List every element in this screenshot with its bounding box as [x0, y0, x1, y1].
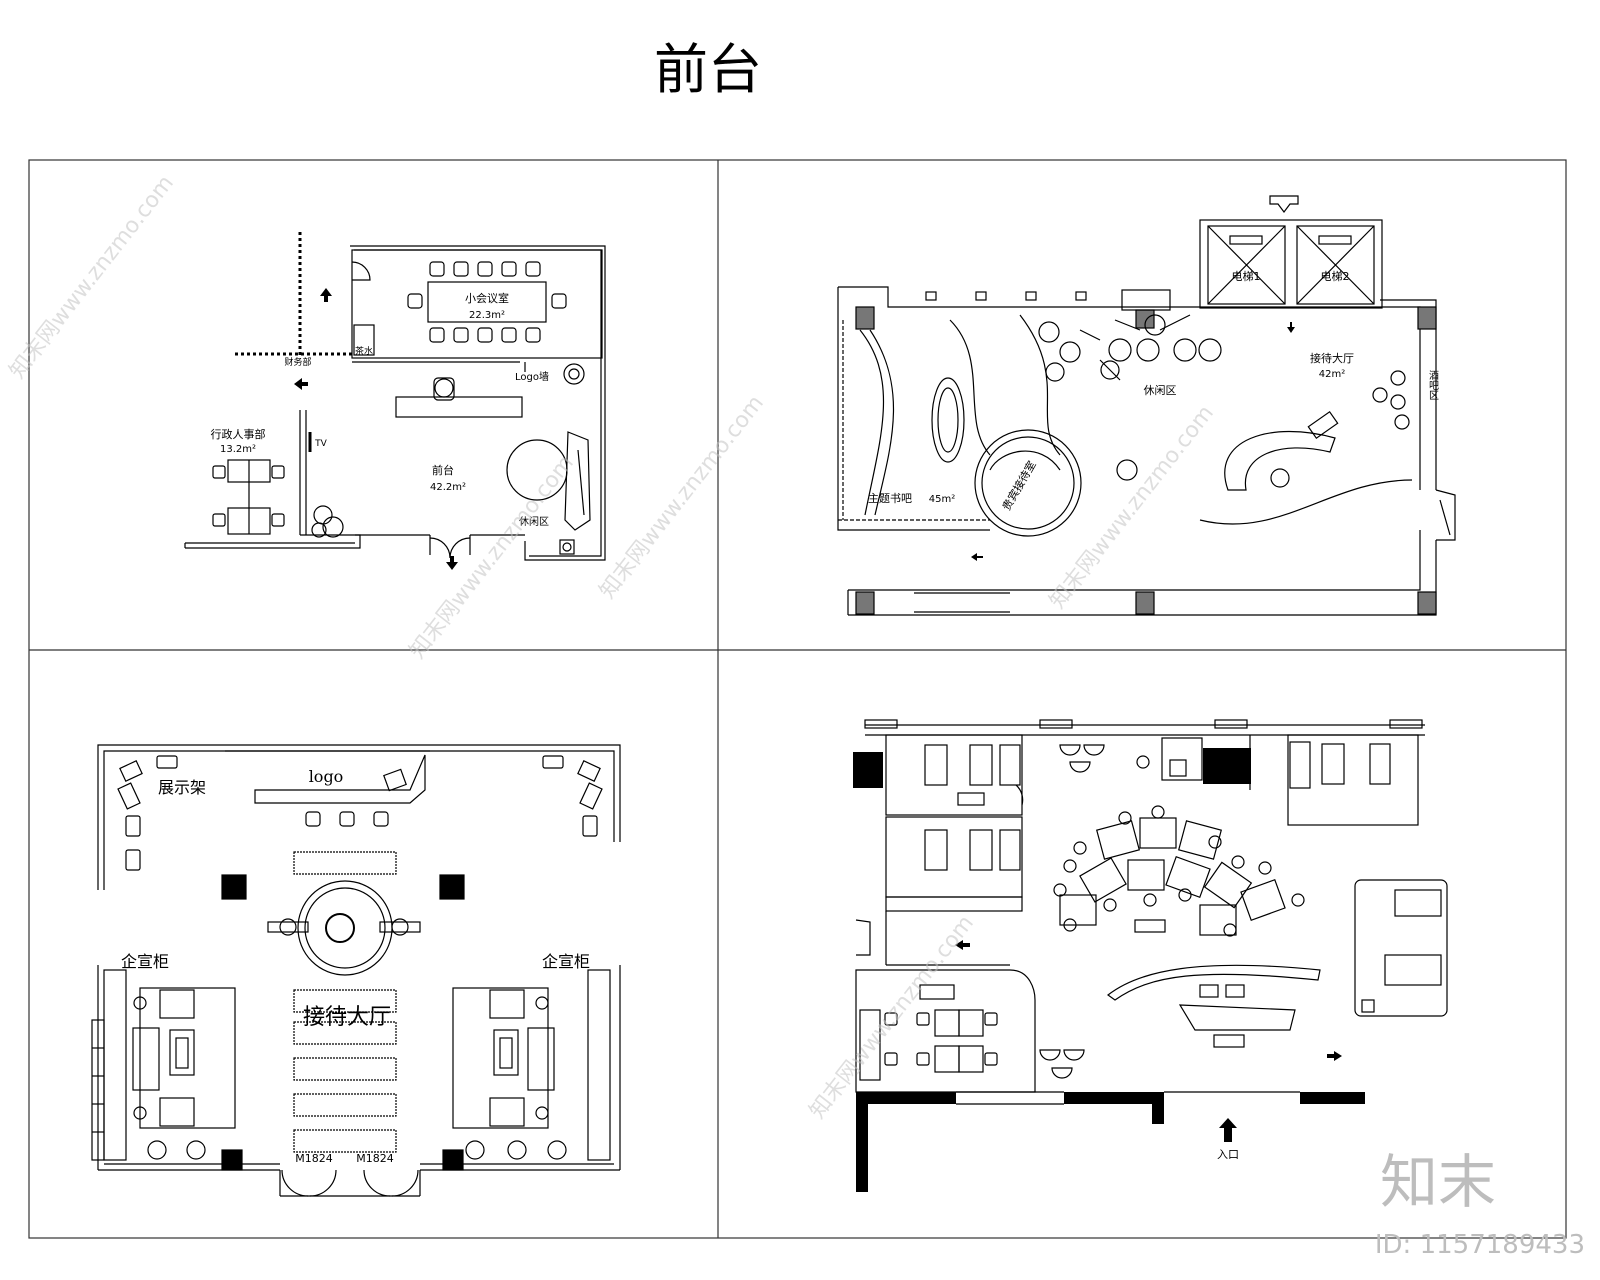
label-reception-hall-area: 42m² — [1319, 369, 1345, 380]
label-entrance: 入口 — [1217, 1148, 1239, 1161]
label-leisure-area: 休闲区 — [1144, 383, 1177, 397]
watermark-text: 知末网www.znzmo.com — [595, 391, 769, 604]
label-door-right: M1824 — [356, 1152, 394, 1165]
p4-desks — [859, 1009, 998, 1081]
label-theme-book-area: 45m² — [929, 494, 955, 505]
label-elevator-2: 电梯2 — [1321, 270, 1350, 283]
p4-chairs — [1053, 755, 1305, 937]
plan-1-labels: 小会议室 22.3m² Logo墙 行政人事部 13.2m² 前台 42.2m²… — [211, 291, 550, 528]
plan-1-arrows — [294, 288, 458, 570]
label-theme-book: 主题书吧 — [868, 492, 912, 505]
label-reception-hall: 接待大厅 — [1310, 351, 1354, 365]
label-vip-room: 贵宾接待室 — [999, 458, 1039, 513]
plan-4-arrows — [955, 940, 1342, 1142]
page-title: 前台 — [654, 38, 762, 101]
label-meeting-area: 22.3m² — [469, 310, 505, 321]
label-tv: TV — [314, 439, 327, 449]
label-reception-area: 42.2m² — [430, 482, 466, 493]
label-brochure-left: 企宣柜 — [121, 952, 169, 971]
label-reception: 前台 — [432, 463, 454, 477]
label-brochure-right: 企宣柜 — [542, 952, 590, 971]
plan-3-lobby — [91, 744, 621, 1197]
watermark-group: 知末网www.znzmo.com 知末网www.znzmo.com 知末网www… — [5, 171, 1219, 1124]
plan-4-office — [853, 719, 1448, 1192]
label-door-left: M1824 — [295, 1152, 333, 1165]
label-finance: 财务部 — [284, 356, 311, 368]
image-id: ID: 1157189433 — [1375, 1230, 1585, 1260]
plan-4-labels: 入口 — [1217, 1148, 1239, 1161]
label-reception-hall: 接待大厅 — [303, 1005, 391, 1030]
label-pantry: 茶水 — [355, 345, 373, 357]
label-display-rack: 展示架 — [158, 778, 206, 797]
label-admin-area: 13.2m² — [220, 444, 256, 455]
label-logo-wall: Logo墙 — [515, 370, 549, 383]
label-logo: logo — [309, 767, 344, 786]
watermark-text: 知末网www.znzmo.com — [1045, 401, 1219, 614]
label-rest-area: 休闲区 — [519, 515, 549, 528]
plan-2-arrows — [971, 322, 1295, 561]
plan-2-hall — [837, 195, 1456, 616]
panel-grid — [28, 159, 1567, 1239]
label-meeting-room: 小会议室 — [465, 291, 509, 305]
label-admin-dept: 行政人事部 — [211, 427, 266, 441]
p4-workstations — [1059, 817, 1286, 936]
plan-1-office-reception — [184, 232, 606, 561]
brand-logo: 知末 — [1380, 1148, 1496, 1216]
watermark-text: 知末网www.znzmo.com — [5, 171, 179, 384]
plan-3-labels: 展示架 logo 企宣柜 企宣柜 接待大厅 M1824 M1824 — [121, 767, 590, 1165]
label-elevator-1: 电梯1 — [1232, 270, 1261, 283]
meeting-chairs — [407, 261, 567, 343]
label-bar-area: 酒吧区 — [1427, 370, 1439, 400]
